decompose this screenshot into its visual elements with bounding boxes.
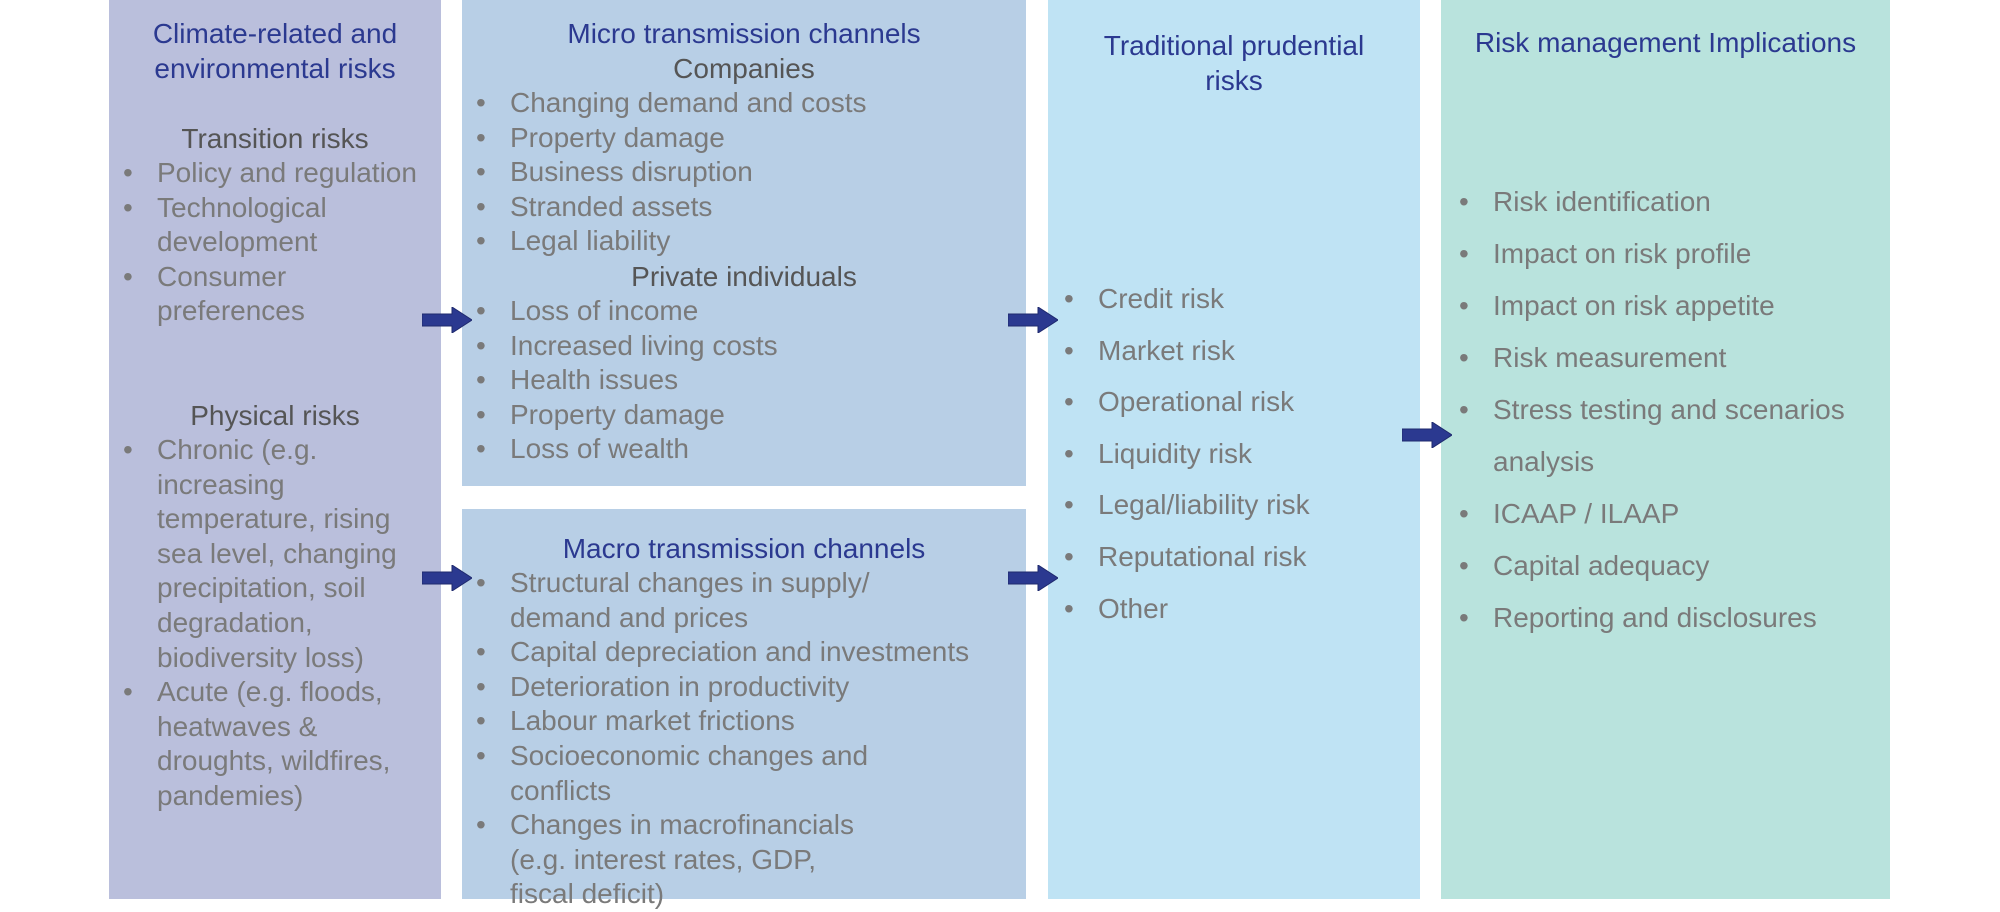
list-item: Capital adequacy <box>1459 540 1879 592</box>
micro-channels-panel: Micro transmission channels Companies Ch… <box>462 0 1026 486</box>
list-item: Risk measurement <box>1459 332 1879 384</box>
list-item: Increased living costs <box>476 329 1016 364</box>
list-item: Impact on risk profile <box>1459 228 1879 280</box>
physical-risks-list: Chronic (e.g. increasing temperature, ri… <box>123 433 423 814</box>
risk-implications-panel: Risk management Implications Risk identi… <box>1441 0 1890 899</box>
list-item: Operational risk <box>1064 385 1404 420</box>
list-item: Legal/liability risk <box>1064 488 1404 523</box>
list-item: Changes in macrofinancials (e.g. interes… <box>476 808 886 912</box>
list-item: Labour market frictions <box>476 704 886 739</box>
list-item: Technological development <box>123 191 429 260</box>
private-individuals-list: Loss of income Increased living costs He… <box>476 294 1016 467</box>
transition-risks-list: Policy and regulation Technological deve… <box>123 156 429 329</box>
risk-implications-title: Risk management Implications <box>1474 27 1857 58</box>
private-individuals-heading: Private individuals <box>631 261 857 292</box>
list-item: Structural changes in supply/ demand and… <box>476 566 886 635</box>
arrow-right-icon <box>422 565 472 591</box>
macro-channels-panel: Macro transmission channels Structural c… <box>462 509 1026 909</box>
list-item: Changing demand and costs <box>476 86 1016 121</box>
arrow-right-icon <box>422 307 472 333</box>
list-item: Loss of income <box>476 294 1016 329</box>
list-item: Health issues <box>476 363 1016 398</box>
list-item: Liquidity risk <box>1064 437 1404 472</box>
arrow-right-icon <box>1008 307 1058 333</box>
list-item: Impact on risk appetite <box>1459 280 1879 332</box>
list-item: Stranded assets <box>476 190 1016 225</box>
micro-channels-title: Micro transmission channels <box>567 18 921 49</box>
transition-risks-heading: Transition risks <box>181 123 369 154</box>
list-item: Deterioration in productivity <box>476 670 886 705</box>
arrow-right-icon <box>1402 422 1452 448</box>
climate-risks-panel: Climate-related and environmental risks … <box>109 0 441 899</box>
macro-channels-list: Structural changes in supply/ demand and… <box>476 566 969 912</box>
list-item: Legal liability <box>476 224 1016 259</box>
list-item: Socioeconomic changes and conflicts <box>476 739 886 808</box>
list-item: Loss of wealth <box>476 432 1016 467</box>
prudential-risks-list: Credit risk Market risk Operational risk… <box>1064 282 1404 643</box>
list-item: Reputational risk <box>1064 540 1404 575</box>
list-item: Credit risk <box>1064 282 1404 317</box>
list-item: Consumer preferences <box>123 260 429 329</box>
list-item: Stress testing and scenarios analysis <box>1459 384 1879 488</box>
list-item: Chronic (e.g. increasing temperature, ri… <box>123 433 423 675</box>
arrow-right-icon <box>1008 565 1058 591</box>
risk-implications-list: Risk identification Impact on risk profi… <box>1459 176 1879 644</box>
list-item: Acute (e.g. floods, heatwaves & droughts… <box>123 675 423 813</box>
list-item: Business disruption <box>476 155 1016 190</box>
list-item: Reporting and disclosures <box>1459 592 1879 644</box>
companies-heading: Companies <box>673 53 815 84</box>
list-item: Market risk <box>1064 334 1404 369</box>
physical-risks-heading: Physical risks <box>190 400 360 431</box>
prudential-risks-panel: Traditional prudential risks Credit risk… <box>1048 0 1420 899</box>
companies-list: Changing demand and costs Property damag… <box>476 86 1016 259</box>
list-item: Capital depreciation and investments <box>476 635 1070 670</box>
list-item: ICAAP / ILAAP <box>1459 488 1879 540</box>
prudential-risks-title: Traditional prudential risks <box>1103 30 1365 96</box>
list-item: Policy and regulation <box>123 156 429 191</box>
list-item: Other <box>1064 592 1404 627</box>
list-item: Risk identification <box>1459 176 1879 228</box>
list-item: Property damage <box>476 121 1016 156</box>
climate-risks-title: Climate-related and environmental risks <box>152 18 398 84</box>
list-item: Property damage <box>476 398 1016 433</box>
macro-channels-title: Macro transmission channels <box>562 533 926 564</box>
